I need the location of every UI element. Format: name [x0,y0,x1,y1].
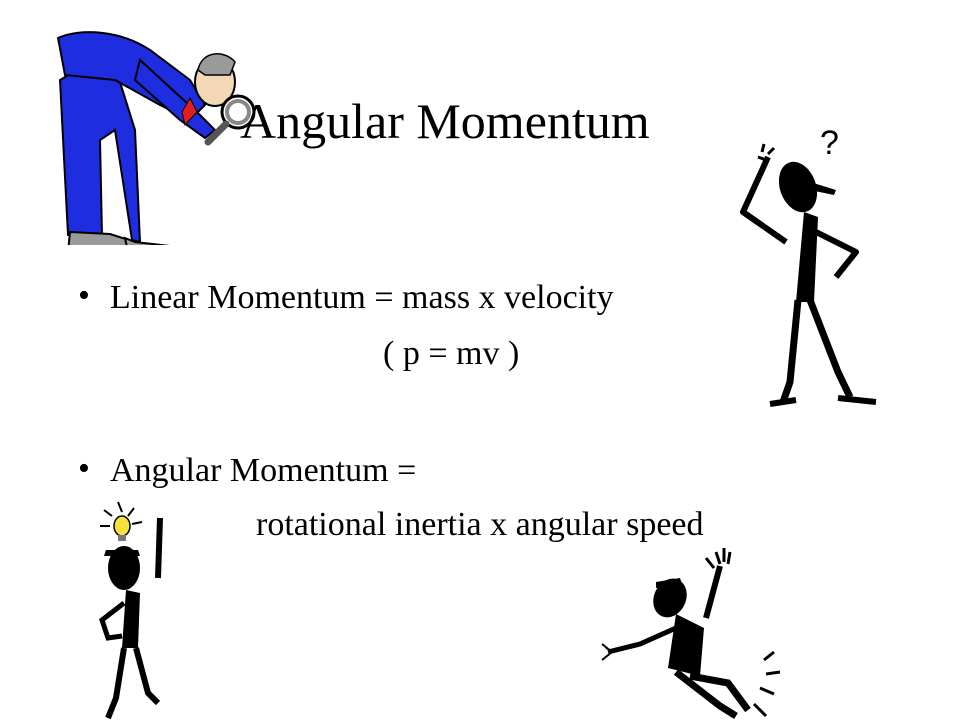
bullet-2-sub: rotational inertia x angular speed [256,506,704,543]
bullet-1-sub: ( p = mv ) [383,335,520,372]
falling-stick-figure-icon [601,548,781,719]
bullet-2-main: Angular Momentum = [110,452,417,489]
detective-magnifier-icon [56,31,256,245]
question-mark-text: ? [820,124,839,162]
slide-title: Angular Momentum [240,93,650,149]
idea-stick-figure-icon [99,501,163,720]
confused-stick-figure-icon: ? [740,124,877,407]
bullet-marker: • [78,277,90,314]
bullet-1-main: Linear Momentum = mass x velocity [110,279,614,316]
bullet-marker: • [78,450,90,487]
